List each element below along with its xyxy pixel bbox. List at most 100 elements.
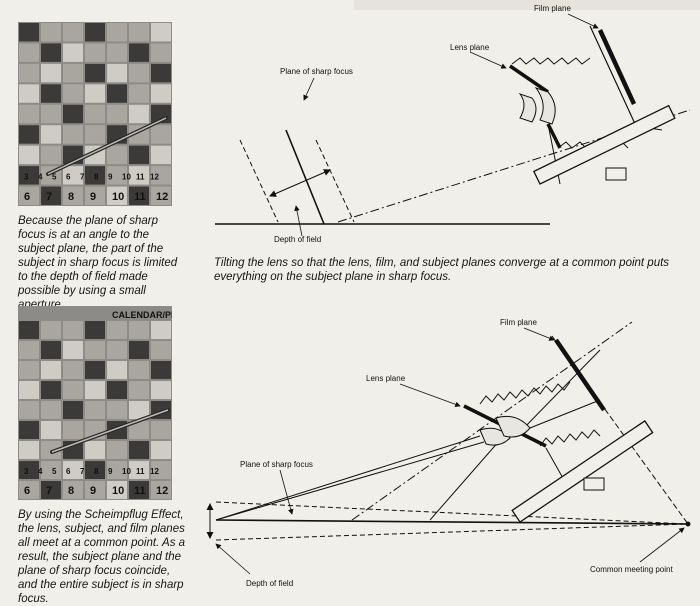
photo-grid-cell [151, 23, 171, 42]
top-film-standard [589, 25, 637, 127]
bottom-camera-rail [511, 420, 654, 523]
photo-grid-cell [151, 341, 171, 359]
photo-grid-cell [85, 361, 105, 379]
photo-grid-cell [19, 441, 39, 459]
photo-grid-cell [63, 461, 83, 479]
photo-grid-number: 5 [52, 173, 57, 182]
photo-grid-cell [129, 461, 149, 479]
photo-grid-cell [63, 361, 83, 379]
photo-grid-cell [129, 321, 149, 339]
photo-grid-number: 7 [80, 173, 85, 182]
photo-grid-cell [41, 23, 61, 42]
optics-diagrams: Plane of sharp focus Lens plane Film pla… [206, 4, 691, 588]
photo-grid-cell [85, 186, 105, 205]
photo-grid-number: 9 [108, 173, 113, 182]
top-label-lens-plane: Lens plane [450, 43, 490, 52]
bottom-label-plane-of-sharp-focus: Plane of sharp focus [240, 460, 313, 469]
bottom-diagram [206, 321, 691, 575]
photo-grid-cell [19, 43, 39, 62]
photo-grid-cell [63, 421, 83, 439]
photo-grid-cell [107, 341, 127, 359]
top-lens-plane-pointer [469, 51, 507, 69]
photo-grid-cell [151, 186, 171, 205]
photo-grid-cell [41, 104, 61, 124]
photo-grid-cell [151, 421, 171, 439]
photo-grid-cell [41, 63, 61, 83]
photo-grid-cell [107, 441, 127, 459]
photo-grid-cell [19, 381, 39, 399]
bottom-ray-1 [215, 435, 481, 521]
photo-grid-cell [107, 23, 127, 42]
top-diagram [215, 13, 691, 237]
top-lens-plane-lower [546, 123, 562, 149]
bottom-pof-pointer [279, 469, 294, 515]
top-rail-block [605, 167, 627, 181]
top-film-plane-bar [597, 29, 637, 105]
bottom-front-standard [545, 447, 565, 481]
top-photo-pencil-highlight [47, 117, 167, 175]
photo-grid-cell [129, 341, 149, 359]
photo-grid-cell [63, 125, 83, 144]
photo-grid-cell [19, 421, 39, 439]
photo-grid-cell [19, 401, 39, 419]
photo-grid-number: 8 [94, 173, 99, 182]
photo-grid-number: 7 [80, 467, 85, 476]
photo-grid-number: 12 [156, 485, 168, 497]
photo-grid-cell [129, 361, 149, 379]
photo-grid-cell [19, 481, 39, 499]
photo-grid-number: 11 [134, 485, 146, 497]
photo-grid-number: 6 [24, 485, 30, 497]
photo-grid-cell [107, 401, 127, 419]
photo-grid-cell [63, 341, 83, 359]
bottom-ray-4 [519, 349, 601, 433]
photo-grid-cell [107, 381, 127, 399]
photo-grid-number: 12 [150, 173, 159, 182]
photo-grid-cell [151, 321, 171, 339]
photo-grid-cell [85, 23, 105, 42]
photo-grid-cell [63, 104, 83, 124]
photo-grid-cell [41, 441, 61, 459]
photo-grid-cell [63, 401, 83, 419]
photo-grid-cell [63, 381, 83, 399]
photo-grid-cell [129, 23, 149, 42]
photo-grid-number: 9 [108, 467, 113, 476]
photo-grid-cell [85, 341, 105, 359]
photo-grid-number: 10 [122, 173, 131, 182]
photo-grid-cell [41, 125, 61, 144]
common-meeting-point-dot [685, 521, 691, 527]
photo-grid-cell [19, 186, 39, 205]
top-dof-far-line [315, 139, 355, 223]
photo-grid-cell [129, 63, 149, 83]
photo-grid-number: 9 [90, 485, 96, 497]
photo-grid-cell [151, 441, 171, 459]
photo-grid-cell [151, 461, 171, 479]
photo-grid-cell [41, 401, 61, 419]
photo-grid-cell [41, 421, 61, 439]
photo-grid-cell [151, 481, 171, 499]
photo-grid-cell [151, 63, 171, 83]
top-lens-plane-upper [509, 64, 549, 94]
bottom-rail-block [583, 477, 605, 491]
photo-grid-cell [151, 145, 171, 165]
photo-grid-cell [85, 481, 105, 499]
photo-grid-cell [129, 381, 149, 399]
top-photo-caption: Because the plane of sharp focus is at a… [18, 215, 178, 311]
photo-grid-cell [129, 104, 149, 124]
photo-grid-cell [19, 166, 39, 185]
bottom-bellows-lower [539, 429, 601, 447]
photo-grid-cell [129, 166, 149, 185]
top-lens-element-2 [534, 87, 556, 125]
photo-grid-cell [107, 361, 127, 379]
photo-grid-cell [41, 361, 61, 379]
photo-grid-cell [107, 166, 127, 185]
photo-grid-cell [19, 23, 39, 42]
top-dof-pointer [294, 205, 303, 237]
photo-grid-cell [41, 145, 61, 165]
photo-grid-number: 10 [112, 485, 124, 497]
photo-grid-cell [19, 361, 39, 379]
photo-grid-cell [19, 125, 39, 144]
photo-grid-cell [85, 401, 105, 419]
top-film-plane-pointer [567, 13, 599, 29]
